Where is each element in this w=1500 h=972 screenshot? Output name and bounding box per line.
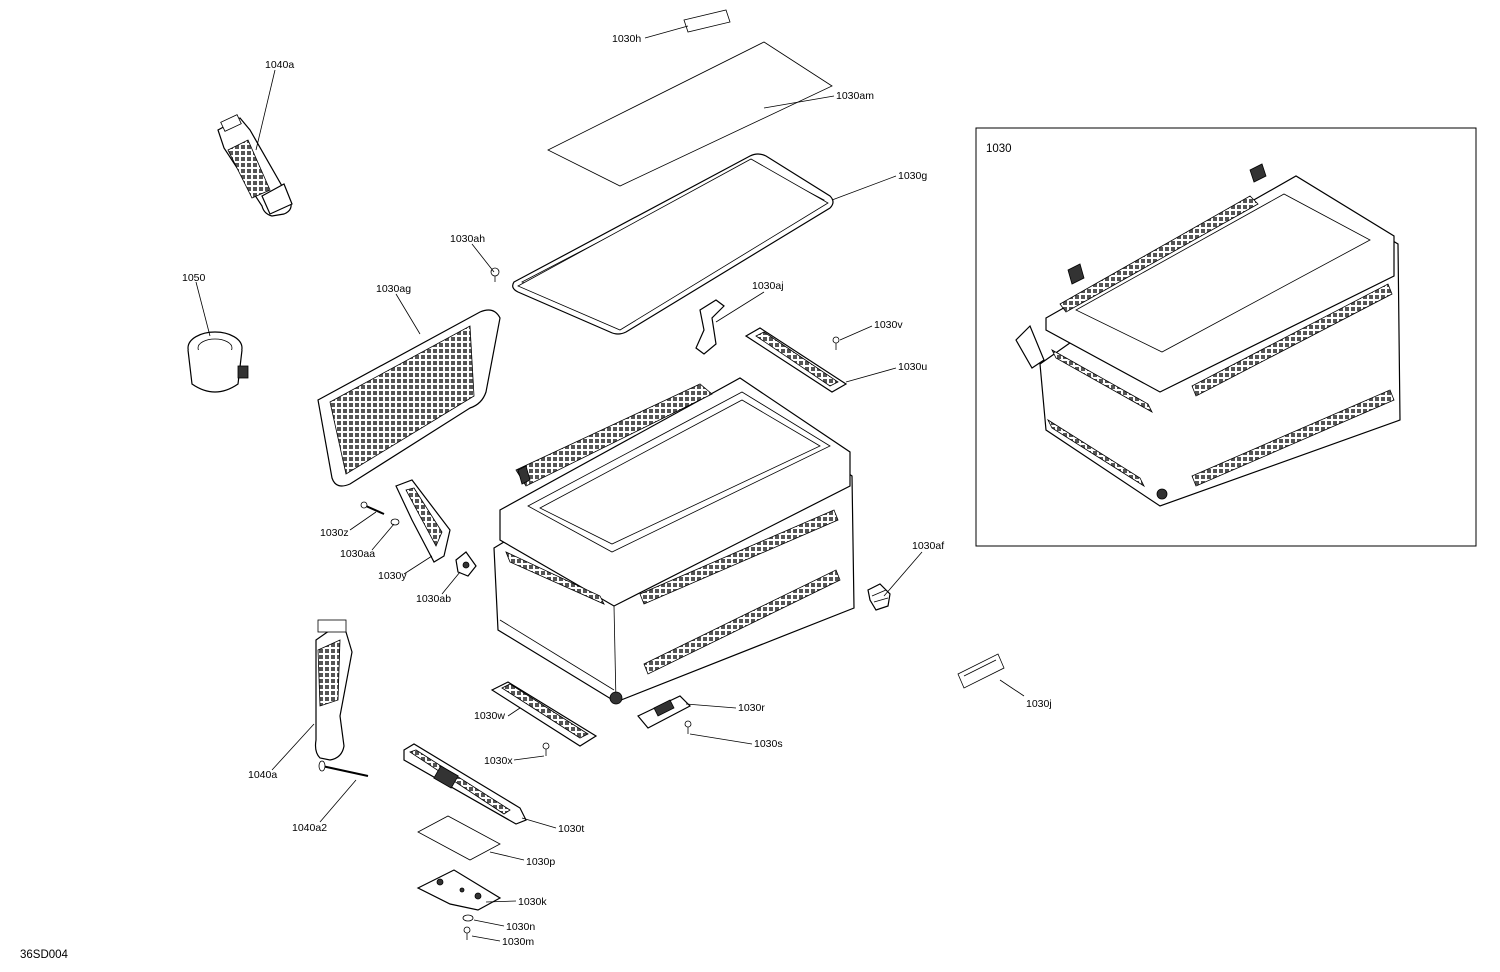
label-1030p: 1030p <box>526 856 555 868</box>
label-1030ah: 1030ah <box>450 233 485 245</box>
part-1030n-washer <box>462 914 474 922</box>
part-1050-cup-holder <box>187 331 249 393</box>
label-1030ag: 1030ag <box>376 283 411 295</box>
part-1030z-screw <box>360 501 385 515</box>
part-1040a-top-handle <box>217 114 293 217</box>
part-1030m-screw <box>463 926 471 940</box>
label-1040a-top: 1040a <box>265 59 294 71</box>
part-1030ab-clip <box>455 551 477 577</box>
label-1030aa: 1030aa <box>340 548 375 560</box>
part-1030g-lid-seal <box>512 153 834 335</box>
label-1030s: 1030s <box>754 738 783 750</box>
part-1030am-lid-mat <box>547 41 833 187</box>
part-1030w-rail <box>490 681 598 747</box>
label-1040a-bottom: 1040a <box>248 769 277 781</box>
part-1040a2-pin <box>318 760 369 777</box>
label-1030h: 1030h <box>612 33 641 45</box>
part-1030aa-washer <box>390 518 400 526</box>
label-1030z: 1030z <box>320 527 349 539</box>
part-1030x-screw <box>542 742 550 756</box>
part-1030v-screw <box>832 336 840 350</box>
label-1030ab: 1030ab <box>416 593 451 605</box>
label-1030y: 1030y <box>378 570 407 582</box>
label-1030m: 1030m <box>502 936 534 948</box>
part-1030ah-screw <box>490 267 500 282</box>
part-1030p-pad <box>417 815 501 861</box>
label-1030w: 1030w <box>474 710 505 722</box>
label-1030j: 1030j <box>1026 698 1052 710</box>
part-1030h-decal <box>683 9 731 33</box>
label-1040a2: 1040a2 <box>292 822 327 834</box>
label-1030am: 1030am <box>836 90 874 102</box>
part-1030t-strap <box>403 743 527 825</box>
inset-label: 1030 <box>986 143 1012 155</box>
label-1030v: 1030v <box>874 319 903 331</box>
label-1030k: 1030k <box>518 896 547 908</box>
part-1030aj-latch <box>695 299 725 355</box>
inset-assembled-view <box>975 127 1477 547</box>
label-1030g: 1030g <box>898 170 927 182</box>
label-1030aj: 1030aj <box>752 280 784 292</box>
label-1030u: 1030u <box>898 361 927 373</box>
part-1030j-decal <box>957 653 1005 689</box>
part-1030u-rail <box>744 327 848 393</box>
part-1030af-knob <box>867 583 891 611</box>
label-1030x: 1030x <box>484 755 513 767</box>
part-1030k-plate <box>416 869 502 911</box>
part-1040a-bottom-handle <box>314 619 353 761</box>
part-1030s-screw <box>684 720 692 734</box>
part-1030ag-side-panel <box>317 309 501 487</box>
label-1030af: 1030af <box>912 540 944 552</box>
part-main-storage-box <box>493 377 855 705</box>
leader-lines <box>195 25 1025 942</box>
label-1030n: 1030n <box>506 921 535 933</box>
label-1050: 1050 <box>182 272 206 284</box>
diagram-id: 36SD004 <box>20 949 69 961</box>
label-1030r: 1030r <box>738 702 765 714</box>
label-1030t: 1030t <box>558 823 584 835</box>
part-1030y-hinge <box>395 479 451 563</box>
part-1030r-bracket <box>637 695 692 729</box>
